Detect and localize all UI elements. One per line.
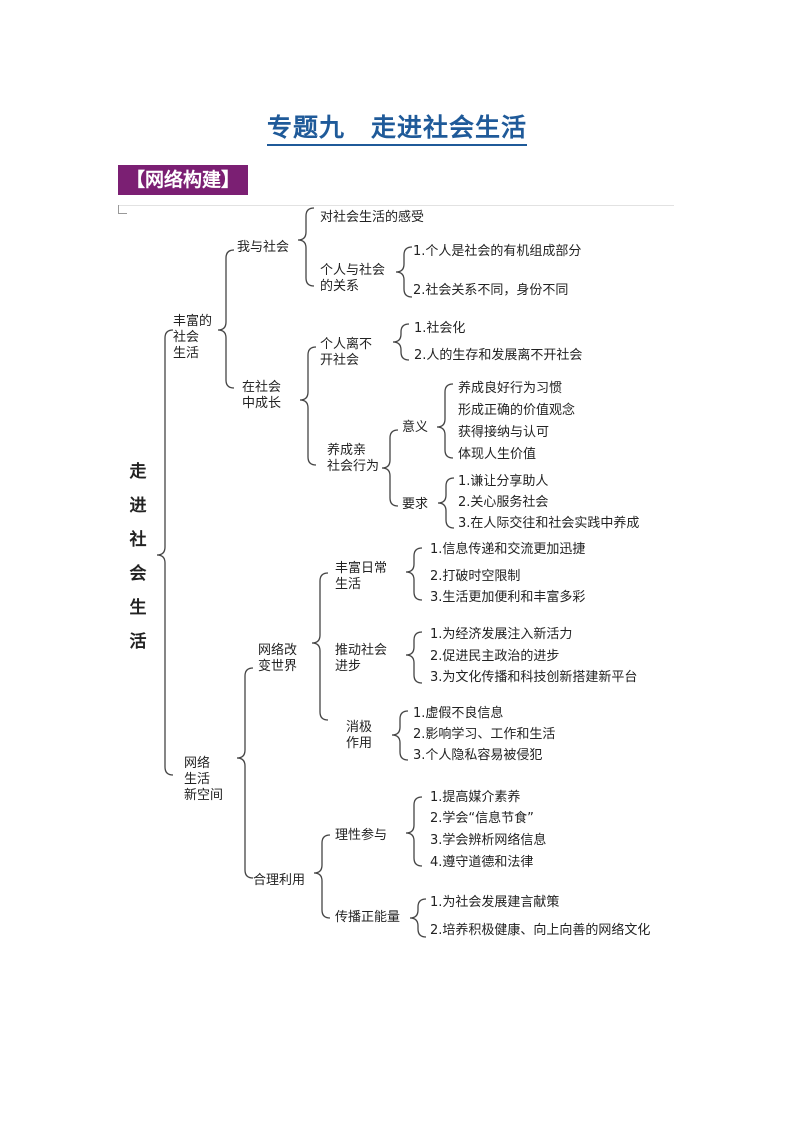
node-yi2: 形成正确的价值观念 (458, 403, 576, 418)
brace (311, 572, 329, 721)
node-fr: 丰富日常生活 (335, 561, 387, 593)
node-lx3: 3.学会辨析网络信息 (430, 833, 547, 848)
node-yq3: 3.在人际交往和社会实践中养成 (458, 516, 640, 531)
node-g1a: 1.社会化 (414, 321, 466, 336)
node-td1: 1.为经济发展注入新活力 (430, 627, 573, 642)
node-lx1: 1.提高媒介素养 (430, 790, 521, 805)
node-fr3: 3.生活更加便利和丰富多彩 (430, 590, 586, 605)
node-td2: 2.促进民主政治的进步 (430, 649, 560, 664)
node-yq2: 2.关心服务社会 (458, 495, 549, 510)
node-wo1: 对社会生活的感受 (320, 210, 425, 225)
node-cb1: 1.为社会发展建言献策 (430, 895, 560, 910)
corner-mark (118, 205, 127, 214)
node-lx2: 2.学会“信息节食” (430, 811, 534, 826)
node-rich-line: 社会 (173, 330, 200, 345)
node-xj-line: 消极 (346, 720, 373, 735)
node-wo2-line: 的关系 (320, 279, 360, 294)
section-label: 【网络构建】 (118, 165, 248, 195)
node-xj3: 3.个人隐私容易被侵犯 (413, 748, 543, 763)
node-wo2-line: 个人与社会 (320, 263, 386, 278)
brace (436, 383, 454, 459)
brace (313, 834, 331, 919)
node-xj1: 1.虚假不良信息 (413, 706, 504, 721)
node-td3: 3.为文化传播和科技创新搭建新平台 (430, 670, 638, 685)
brace (405, 796, 423, 867)
node-fr1: 1.信息传递和交流更加迅捷 (430, 542, 586, 557)
node-net-line: 新空间 (184, 788, 224, 803)
node-yi: 意义 (402, 420, 429, 435)
brace (156, 329, 174, 776)
node-nc-line: 网络改 (258, 643, 298, 658)
brace (405, 631, 423, 684)
brace (391, 710, 409, 761)
brace (236, 667, 254, 879)
node-fr-line: 丰富日常 (335, 561, 388, 576)
page-title: 专题九 走进社会生活 (0, 108, 794, 146)
node-wo2a: 1.个人是社会的有机组成部分 (413, 244, 582, 259)
node-net-line: 网络 (184, 756, 211, 771)
node-fr2: 2.打破时空限制 (430, 569, 521, 584)
brace (405, 547, 423, 601)
node-g1b: 2.人的生存和发展离不开社会 (414, 348, 583, 363)
brace (299, 346, 317, 466)
node-grow-line: 中成长 (242, 396, 282, 411)
node-td-line: 进步 (335, 659, 362, 674)
node-nc: 网络改变世界 (258, 643, 297, 675)
brace (395, 246, 413, 298)
node-wo2b: 2.社会关系不同，身份不同 (413, 283, 569, 298)
node-wo: 我与社会 (237, 240, 290, 255)
node-yq1: 1.谦让分享助人 (458, 474, 549, 489)
node-g2: 养成亲社会行为 (327, 443, 379, 475)
node-td-line: 推动社会 (335, 643, 388, 658)
node-grow-line: 在社会 (242, 380, 282, 395)
node-xj-line: 作用 (346, 736, 373, 751)
node-cb: 传播正能量 (335, 910, 401, 925)
mind-map-root: 走进社 会生活 (129, 462, 147, 652)
node-g1-line: 个人离不 (320, 337, 373, 352)
node-g1: 个人离不开社会 (320, 337, 372, 369)
node-net: 网络生活新空间 (184, 756, 223, 804)
node-xj2: 2.影响学习、工作和生活 (413, 727, 556, 742)
brace (297, 207, 315, 287)
node-net-line: 生活 (184, 772, 211, 787)
node-g2-line: 养成亲 (327, 443, 367, 458)
node-grow: 在社会中成长 (242, 380, 281, 412)
divider (118, 205, 674, 206)
node-rich-line: 丰富的 (173, 314, 213, 329)
node-wo2: 个人与社会的关系 (320, 263, 385, 295)
node-g2-line: 社会行为 (327, 459, 380, 474)
node-yi1: 养成良好行为习惯 (458, 381, 563, 396)
node-yi3: 获得接纳与认可 (458, 425, 550, 440)
brace (381, 429, 399, 507)
brace (437, 477, 455, 529)
brace (217, 249, 235, 389)
node-yq: 要求 (402, 497, 429, 512)
node-g1-line: 开社会 (320, 353, 360, 368)
node-lx4: 4.遵守道德和法律 (430, 855, 534, 870)
node-yi4: 体现人生价值 (458, 447, 537, 462)
node-rich-line: 生活 (173, 346, 200, 361)
brace (392, 323, 410, 361)
node-fr-line: 生活 (335, 577, 362, 592)
node-nc-line: 变世界 (258, 659, 298, 674)
node-lx: 理性参与 (335, 828, 388, 843)
node-hl: 合理利用 (253, 873, 306, 888)
node-cb2: 2.培养积极健康、向上向善的网络文化 (430, 923, 651, 938)
brace (409, 898, 427, 938)
node-xj: 消极作用 (346, 720, 372, 752)
node-td: 推动社会进步 (335, 643, 387, 675)
node-rich: 丰富的社会生活 (173, 314, 212, 362)
